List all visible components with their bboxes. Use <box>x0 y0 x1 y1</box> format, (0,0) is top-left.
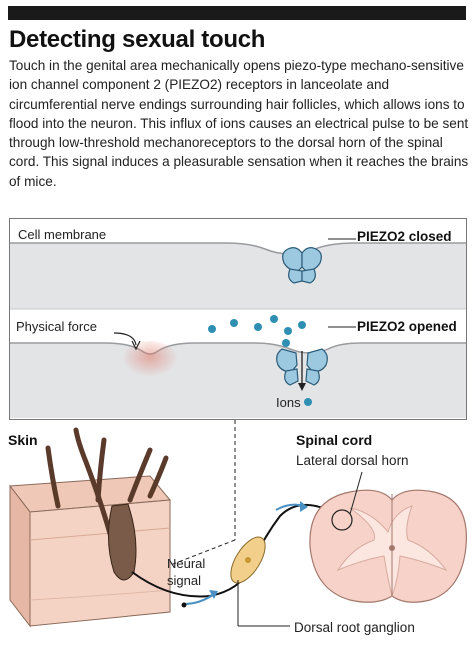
piezo2-closed-channel <box>282 247 322 284</box>
cell-membrane-label: Cell membrane <box>18 227 107 242</box>
lateral-dorsal-horn-marker <box>331 509 353 531</box>
ion-particles <box>208 315 312 406</box>
lateral-dorsal-horn-label: Lateral dorsal horn <box>296 453 409 468</box>
piezo2-opened-channel <box>276 348 328 386</box>
header-bar <box>8 6 466 20</box>
neural-signal-label-line1: Neural <box>167 556 206 571</box>
pressure-glow <box>122 341 178 381</box>
skin-block <box>9 475 171 628</box>
cell-membrane-bottom <box>10 343 466 418</box>
neural-signal-label-line2: signal <box>167 573 201 588</box>
spinal-cord-section <box>309 489 467 603</box>
membrane-illustration <box>10 238 466 418</box>
skin-label: Skin <box>8 432 38 448</box>
piezo2-closed-label: PIEZO2 closed <box>357 229 452 244</box>
membrane-panel: Cell membrane PIEZO2 closed Physical for… <box>9 218 467 420</box>
intro-paragraph: Touch in the genital area mechanically o… <box>9 58 469 189</box>
figure-title: Detecting sexual touch <box>9 26 266 53</box>
piezo2-opened-label: PIEZO2 opened <box>357 319 457 334</box>
cell-membrane-top <box>10 243 466 309</box>
anatomy-illustration <box>9 420 467 628</box>
neural-signal-arrow <box>183 593 215 605</box>
spinal-cord-label: Spinal cord <box>296 432 373 448</box>
physical-force-label: Physical force <box>16 319 97 334</box>
force-arrow <box>113 332 137 346</box>
hair-follicle <box>107 503 137 581</box>
dorsal-root-ganglion-label: Dorsal root ganglion <box>294 620 415 635</box>
ions-label: Ions <box>276 395 301 410</box>
